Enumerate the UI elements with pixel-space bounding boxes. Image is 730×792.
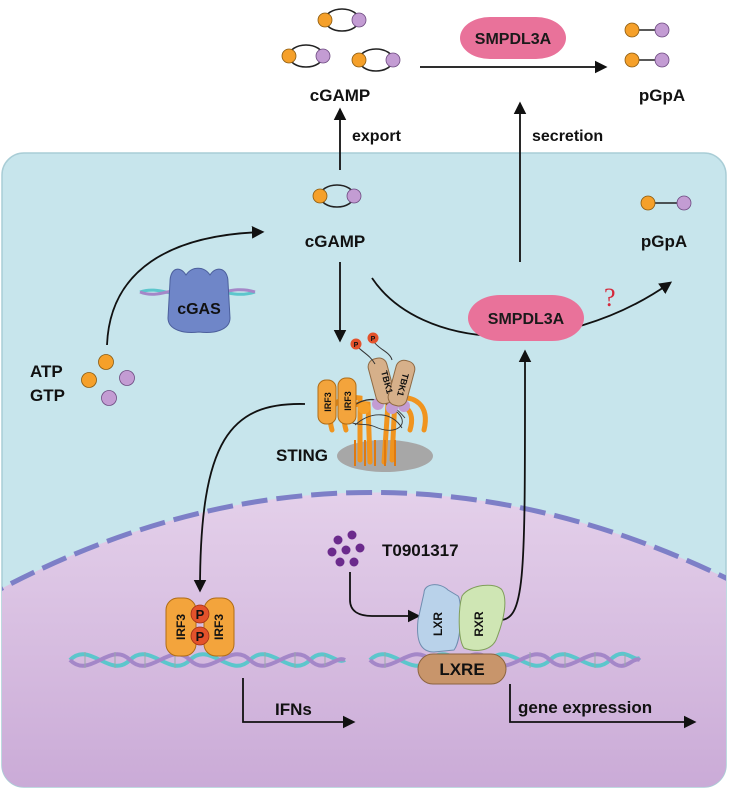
- question-mark: ?: [604, 283, 616, 312]
- lxre-element: [417, 653, 507, 685]
- atp-gtp-nucleotides: [81, 354, 135, 406]
- sting-irf3-label-2: IRF3: [343, 391, 353, 411]
- lxre-label: LXRE: [439, 660, 484, 679]
- dna-left: [68, 652, 346, 668]
- cgamp-inside-label: cGAMP: [305, 232, 365, 251]
- atp-label: ATP: [30, 362, 63, 381]
- gene-expression-label: gene expression: [518, 698, 652, 717]
- cgamp-molecule-intracellular: [312, 184, 362, 208]
- synthesis-arrow: [106, 226, 265, 346]
- cgamp-molecule: [317, 8, 367, 32]
- smpdl3a-extracellular: [460, 17, 566, 59]
- t0901317-ligand: [327, 530, 365, 567]
- pgpa-molecule-intracellular: [640, 195, 692, 211]
- irf3-phospho-2: P: [196, 629, 205, 644]
- pgpa-molecules-extracellular: [624, 22, 670, 68]
- cgamp-outside-label: cGAMP: [310, 86, 370, 105]
- ifns-label: IFNs: [275, 700, 312, 719]
- sting-irf3-label-1: IRF3: [323, 392, 333, 412]
- cgamp-molecule: [281, 44, 331, 68]
- gene-expression-arrow: [509, 684, 697, 729]
- smpdl3a-inside-label: SMPDL3A: [488, 311, 565, 328]
- lxr-rxr-heterodimer: LXR RXR: [417, 584, 506, 653]
- cgamp-molecule: [351, 48, 401, 72]
- tbk1-phospho-2: P: [371, 336, 376, 343]
- secretion-label: secretion: [532, 128, 603, 145]
- smpdl3a-outside-label: SMPDL3A: [475, 31, 552, 48]
- cgamp-molecules-extracellular: [281, 8, 401, 72]
- pgpa-outside-label: pGpA: [639, 86, 685, 105]
- smpdl3a-induction-arrow: [497, 349, 532, 621]
- irf3-translocation-arrow: [193, 403, 306, 593]
- lxr-label: LXR: [431, 612, 445, 636]
- cgas-enzyme: [139, 267, 256, 333]
- irf3-dimer-label-2: IRF3: [212, 614, 226, 640]
- irf3-phospho-1: P: [196, 607, 205, 622]
- export-label: export: [352, 128, 402, 145]
- ifn-expression-arrow: [242, 678, 356, 729]
- rxr-label: RXR: [472, 611, 486, 637]
- tbk1-phospho-1: P: [354, 342, 359, 349]
- pgpa-inside-label: pGpA: [641, 232, 687, 251]
- irf3-dimer-label-1: IRF3: [174, 614, 188, 640]
- gtp-label: GTP: [30, 386, 65, 405]
- smpdl3a-intracellular: [468, 295, 584, 341]
- t0901317-label: T0901317: [382, 541, 459, 560]
- sting-label: STING: [276, 446, 328, 465]
- nucleus: [2, 492, 726, 787]
- irf3-dimer: IRF3 IRF3 P P: [165, 597, 235, 657]
- ligand-to-lxr-arrow: [349, 572, 421, 623]
- sting-complex: IRF3 IRF3 TBK1 TBK1 P P: [317, 332, 433, 472]
- cgas-label: cGAS: [177, 301, 221, 318]
- nuclear-envelope: [2, 489, 726, 603]
